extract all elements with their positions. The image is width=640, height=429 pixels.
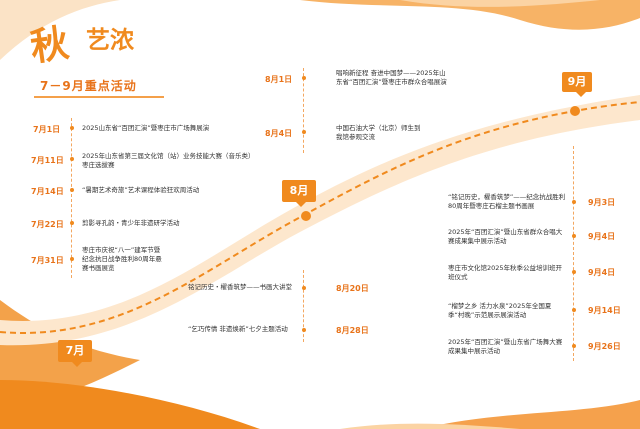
bottom-left-wave2	[0, 380, 260, 429]
month-label-august: 8月	[282, 180, 316, 207]
september-item-date: 9月3日	[588, 198, 616, 207]
july-item-date: 7月31日	[31, 256, 64, 265]
july-item-text: 枣庄市庆祝“八一”建军节暨纪念抗日战争胜利80周年悬赛书画展览	[82, 246, 162, 272]
timeline-dot	[302, 130, 306, 134]
july-item-date: 7月1日	[33, 125, 61, 134]
august-item-date: 8月28日	[336, 326, 369, 335]
road-band	[0, 95, 640, 346]
timeline-dot	[70, 221, 74, 225]
july-item-text: 2025山东省“百团汇演”暨枣庄市广场舞展演	[82, 124, 210, 132]
timeline-dot	[572, 344, 576, 348]
august-item-text: 唱响新征程 奋进中国梦——2025年山东省“百团汇演”暨枣庄市群众合唱展演	[336, 69, 447, 86]
july-timeline-line	[71, 118, 72, 278]
page-subtitle: 7－9月重点活动	[40, 79, 137, 93]
timeline-dot	[572, 308, 576, 312]
august-item-text: “乞巧传情 非遗焕新”七夕主题活动	[188, 325, 288, 333]
dashed-route	[0, 101, 640, 334]
august-item-text: 铭记历史・櫂香筑梦——书画大讲堂	[188, 283, 292, 291]
timeline-dot	[302, 328, 306, 332]
september-item-text: 枣庄市文化馆2025年秋季公益培训班开班仪式	[448, 264, 563, 281]
top-left-blob	[0, 0, 120, 60]
top-right-wave	[300, 0, 640, 30]
august-item-text: 中国石油大学（北京）师生到我馆参观交流	[336, 124, 421, 141]
subtitle-underline	[34, 96, 164, 98]
bottom-right-wave	[420, 400, 640, 429]
bottom-right-wave2	[340, 423, 520, 429]
title-big-char: 秋	[27, 19, 74, 70]
september-item-date: 9月4日	[588, 268, 616, 277]
august-top-timeline-line	[303, 68, 304, 153]
july-item-text: 2025年山东省第三届文化馆（站）业务技能大赛（音乐类）枣庄选拔赛	[82, 152, 255, 169]
august-item-date: 8月1日	[265, 75, 293, 84]
timeline-dot	[302, 286, 306, 290]
route-marker-sep	[570, 106, 580, 116]
september-item-date: 9月26日	[588, 342, 621, 351]
timeline-dot	[70, 188, 74, 192]
september-item-text: 2025年“百团汇演”暨山东省广场舞大赛成果集中展示活动	[448, 338, 563, 355]
july-item-date: 7月14日	[31, 187, 64, 196]
september-item-date: 9月14日	[588, 306, 621, 315]
july-item-date: 7月22日	[31, 220, 64, 229]
august-item-date: 8月4日	[265, 129, 293, 138]
september-item-text: 2025年“百团汇演”暨山东省群众合唱大赛成果集中展示活动	[448, 228, 563, 245]
august-item-date: 8月20日	[336, 284, 369, 293]
month-label-september: 9月	[562, 72, 592, 97]
september-timeline-line	[573, 146, 574, 361]
route-marker-aug	[301, 211, 311, 221]
timeline-dot	[70, 157, 74, 161]
top-right-wave-inner	[400, 0, 600, 7]
july-item-date: 7月11日	[31, 156, 64, 165]
timeline-dot	[572, 234, 576, 238]
august-bottom-timeline-line	[303, 270, 304, 342]
timeline-dot	[572, 270, 576, 274]
timeline-dot	[70, 257, 74, 261]
september-item-text: “铭记历史，櫂香筑梦”——纪念抗战胜利80周年暨枣庄石榴主题书画展	[448, 193, 566, 210]
july-item-text: “暑期艺术奇旅”艺术课程体验狂欢周活动	[82, 186, 200, 194]
month-label-july: 7月	[58, 340, 92, 367]
september-item-text: “榴梦之乡 活力水泉”2025年全国夏季“村晚”示范展示展演活动	[448, 302, 552, 319]
timeline-dot	[70, 126, 74, 130]
title-small-chars: 艺浓	[86, 25, 134, 54]
timeline-dot	[572, 200, 576, 204]
timeline-dot	[302, 76, 306, 80]
july-item-text: 剪影寻孔韵・青少年非遗研学活动	[82, 219, 180, 227]
september-item-date: 9月4日	[588, 232, 616, 241]
